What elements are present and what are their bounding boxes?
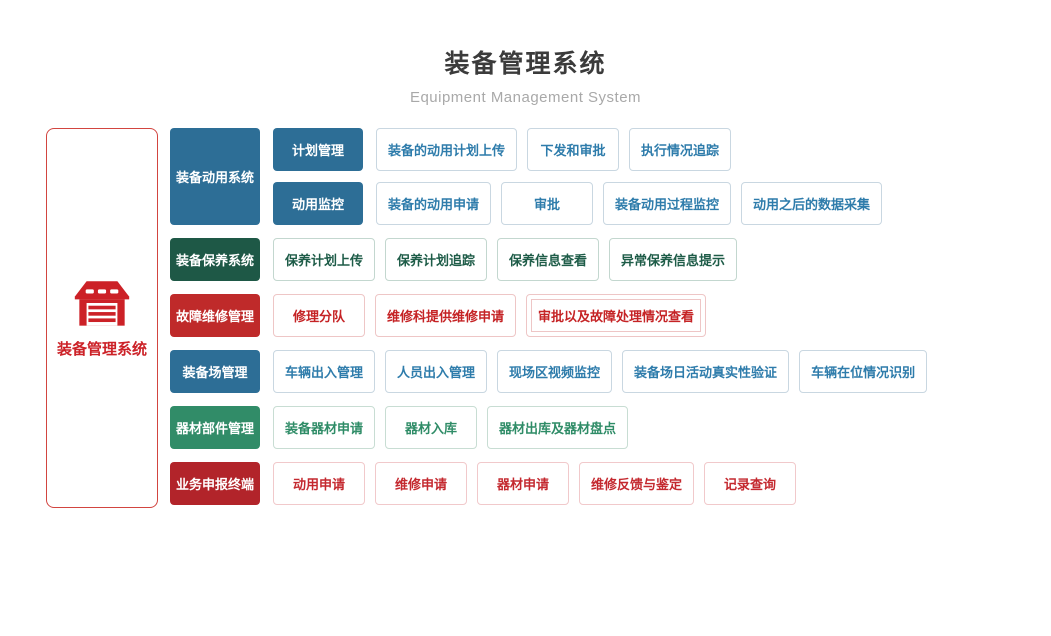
root-label: 装备管理系统 [56, 340, 147, 358]
node-repair-approval-view[interactable]: 审批以及故障处理情况查看 [526, 294, 707, 337]
system-diagram: 装备管理系统 装备动用系统 计划管理 装备的动用计划上传 下发和审批 执行情况追… [46, 128, 928, 508]
node-activity-verification[interactable]: 装备场日活动真实性验证 [622, 350, 790, 393]
group-rows: 装备动用系统 计划管理 装备的动用计划上传 下发和审批 执行情况追踪 动用监控 … [170, 128, 928, 508]
group-block-terminal[interactable]: 业务申报终端 [170, 462, 260, 505]
node-approval[interactable]: 审批 [501, 182, 594, 225]
node-maintenance-plan-upload[interactable]: 保养计划上传 [273, 238, 376, 281]
group-block-materiel[interactable]: 器材部件管理 [170, 406, 260, 449]
warehouse-icon [73, 278, 131, 328]
node-usage-request[interactable]: 装备的动用申请 [376, 182, 492, 225]
node-record-query[interactable]: 记录查询 [704, 462, 797, 505]
node-repair-apply[interactable]: 维修申请 [375, 462, 467, 505]
node-abnormal-maintenance-alert[interactable]: 异常保养信息提示 [609, 238, 738, 281]
page-title: 装备管理系统 [444, 50, 607, 78]
node-post-usage-data[interactable]: 动用之后的数据采集 [741, 182, 883, 225]
page-header: 装备管理系统 Equipment Management System [0, 44, 1051, 106]
node-vehicle-presence[interactable]: 车辆在位情况识别 [799, 350, 928, 393]
group-row-terminal: 业务申报终端 动用申请 维修申请 器材申请 维修反馈与鉴定 记录查询 [170, 462, 927, 505]
page-subtitle: Equipment Management System [409, 89, 642, 106]
group-block-mobilization[interactable]: 装备动用系统 [170, 128, 260, 225]
group-row-repair: 故障维修管理 修理分队 维修科提供维修申请 审批以及故障处理情况查看 [170, 294, 927, 337]
node-repair-request[interactable]: 维修科提供维修申请 [375, 294, 517, 337]
node-usage-apply[interactable]: 动用申请 [273, 462, 365, 505]
group-block-depot[interactable]: 装备场管理 [170, 350, 260, 393]
node-repair-unit[interactable]: 修理分队 [273, 294, 365, 337]
node-maintenance-info-view[interactable]: 保养信息查看 [497, 238, 600, 281]
node-repair-feedback[interactable]: 维修反馈与鉴定 [579, 462, 695, 505]
node-materiel-outbound-inventory[interactable]: 器材出库及器材盘点 [487, 406, 629, 449]
subrow-plan-management: 计划管理 装备的动用计划上传 下发和审批 执行情况追踪 [273, 128, 882, 171]
node-personnel-access[interactable]: 人员出入管理 [385, 350, 488, 393]
node-vehicle-access[interactable]: 车辆出入管理 [273, 350, 376, 393]
node-materiel-request[interactable]: 装备器材申请 [273, 406, 376, 449]
subrow-usage-monitoring: 动用监控 装备的动用申请 审批 装备动用过程监控 动用之后的数据采集 [273, 182, 883, 225]
node-plan-upload[interactable]: 装备的动用计划上传 [376, 128, 518, 171]
subgroup-block-plan-management[interactable]: 计划管理 [273, 128, 363, 171]
node-maintenance-plan-track[interactable]: 保养计划追踪 [385, 238, 488, 281]
node-site-video-monitor[interactable]: 现场区视频监控 [497, 350, 613, 393]
root-system-box: 装备管理系统 [46, 128, 158, 508]
group-block-repair[interactable]: 故障维修管理 [170, 294, 260, 337]
group-row-materiel: 器材部件管理 装备器材申请 器材入库 器材出库及器材盘点 [170, 406, 927, 449]
node-materiel-inbound[interactable]: 器材入库 [385, 406, 478, 449]
node-execution-tracking[interactable]: 执行情况追踪 [629, 128, 732, 171]
group-row-depot: 装备场管理 车辆出入管理 人员出入管理 现场区视频监控 装备场日活动真实性验证 … [170, 350, 928, 393]
node-issue-approve[interactable]: 下发和审批 [527, 128, 620, 171]
node-materiel-apply[interactable]: 器材申请 [477, 462, 569, 505]
group-row-maintenance: 装备保养系统 保养计划上传 保养计划追踪 保养信息查看 异常保养信息提示 [170, 238, 927, 281]
group-block-maintenance[interactable]: 装备保养系统 [170, 238, 260, 281]
group-row-mobilization: 装备动用系统 计划管理 装备的动用计划上传 下发和审批 执行情况追踪 动用监控 … [170, 128, 927, 225]
node-usage-process-monitor[interactable]: 装备动用过程监控 [603, 182, 732, 225]
mobilization-subrows: 计划管理 装备的动用计划上传 下发和审批 执行情况追踪 动用监控 装备的动用申请… [273, 128, 883, 225]
subgroup-block-usage-monitoring[interactable]: 动用监控 [273, 182, 363, 225]
